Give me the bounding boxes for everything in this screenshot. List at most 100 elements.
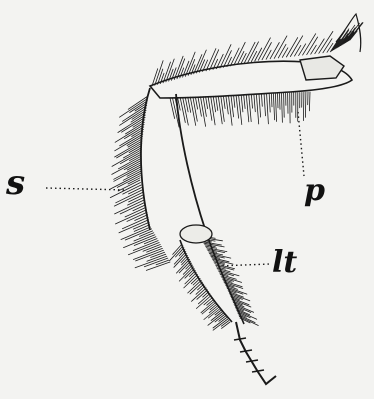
hair-stroke (212, 259, 233, 264)
hair-stroke (206, 97, 208, 109)
hair-stroke (115, 200, 145, 214)
hair-stroke (216, 96, 218, 110)
hair-stroke (116, 210, 147, 224)
hair-stroke (193, 97, 197, 121)
hair-stroke (114, 192, 142, 206)
hair-stroke (144, 239, 157, 244)
hair-stroke (151, 252, 165, 257)
tarsal-joints (234, 338, 264, 372)
hair-stroke (185, 97, 188, 111)
hair-stroke (299, 44, 306, 56)
lower-segment-hairs (110, 96, 170, 270)
hair-stroke (198, 294, 210, 304)
hair-stroke (255, 48, 262, 61)
hair-stroke (170, 246, 183, 261)
hair-stroke (309, 92, 310, 111)
hair-stroke (190, 97, 195, 125)
hair-stroke (115, 141, 142, 157)
hair-stroke (234, 42, 245, 65)
hair-stroke (120, 132, 144, 146)
hair-stroke (236, 95, 239, 118)
hair-stroke (195, 97, 197, 109)
hair-stroke (241, 95, 243, 112)
hair-stroke (278, 94, 279, 108)
hair-stroke (246, 95, 249, 122)
hair-stroke (213, 96, 215, 112)
hair-stroke (267, 94, 269, 124)
hair-stroke (211, 96, 215, 125)
hair-stroke (112, 158, 141, 174)
hair-stroke (305, 92, 306, 117)
hair-stroke (295, 45, 301, 56)
hair-stroke (134, 237, 156, 246)
middle-segment-outline (141, 88, 206, 232)
hair-stroke (174, 254, 187, 268)
hair-stroke (244, 95, 245, 109)
hair-stroke (251, 51, 256, 61)
hair-stroke (134, 233, 154, 241)
leader-s (46, 188, 126, 190)
label-p: p (304, 176, 325, 206)
hair-stroke (188, 97, 191, 112)
hair-stroke (282, 93, 283, 122)
hair-stroke (303, 92, 304, 120)
hair-stroke (248, 42, 259, 63)
hair-stroke (215, 310, 221, 315)
hair-stroke (271, 94, 272, 107)
hair-stroke (226, 96, 228, 114)
hair-stroke (146, 262, 170, 270)
hair-stroke (251, 95, 252, 109)
hair-stroke (180, 98, 185, 123)
hair-stroke (125, 229, 151, 240)
hair-stroke (135, 256, 167, 268)
hair-stroke (262, 94, 263, 106)
knee-joint (180, 225, 212, 243)
label-s: s (6, 166, 25, 200)
hair-stroke (269, 94, 270, 112)
hair-stroke (273, 94, 274, 120)
hair-stroke (116, 190, 143, 203)
hair-stroke (278, 44, 286, 58)
hair-stroke (135, 215, 148, 221)
leader-lt (218, 264, 270, 266)
hair-stroke (237, 51, 244, 64)
hair-stroke (156, 260, 169, 265)
joint-box (300, 56, 344, 80)
hair-stroke (319, 31, 333, 53)
tarsus-chain (236, 322, 276, 384)
hair-stroke (280, 94, 281, 110)
hair-stroke (133, 205, 146, 211)
hair-stroke (170, 98, 175, 119)
hair-stroke (128, 139, 142, 147)
hair-stroke (127, 212, 147, 221)
hair-stroke (213, 319, 228, 330)
hair-stroke (190, 282, 203, 294)
hair-stroke (173, 244, 182, 254)
hair-stroke (183, 98, 189, 126)
hair-stroke (254, 95, 255, 112)
label-lt: lt (272, 248, 297, 278)
hair-stroke (220, 45, 231, 68)
hair-stroke (223, 96, 225, 109)
hair-stroke (274, 36, 287, 59)
hair-stroke (259, 94, 261, 117)
hair-stroke (284, 93, 285, 117)
hair-stroke (249, 95, 251, 122)
hair-stroke (241, 53, 246, 64)
hair-stroke (111, 174, 141, 189)
leader-p (298, 112, 304, 176)
hair-stroke (264, 94, 265, 116)
hair-stroke (176, 259, 189, 273)
hair-stroke (256, 95, 258, 125)
hair-stroke (303, 34, 316, 55)
hair-stroke (201, 97, 206, 127)
hair-stroke (275, 94, 276, 122)
hair-stroke (234, 96, 235, 108)
hair-stroke (179, 267, 193, 281)
hair-stroke (211, 312, 222, 321)
hair-stroke (119, 220, 149, 233)
hair-stroke (244, 42, 255, 63)
hair-stroke (270, 43, 279, 59)
hair-stroke (231, 96, 234, 117)
